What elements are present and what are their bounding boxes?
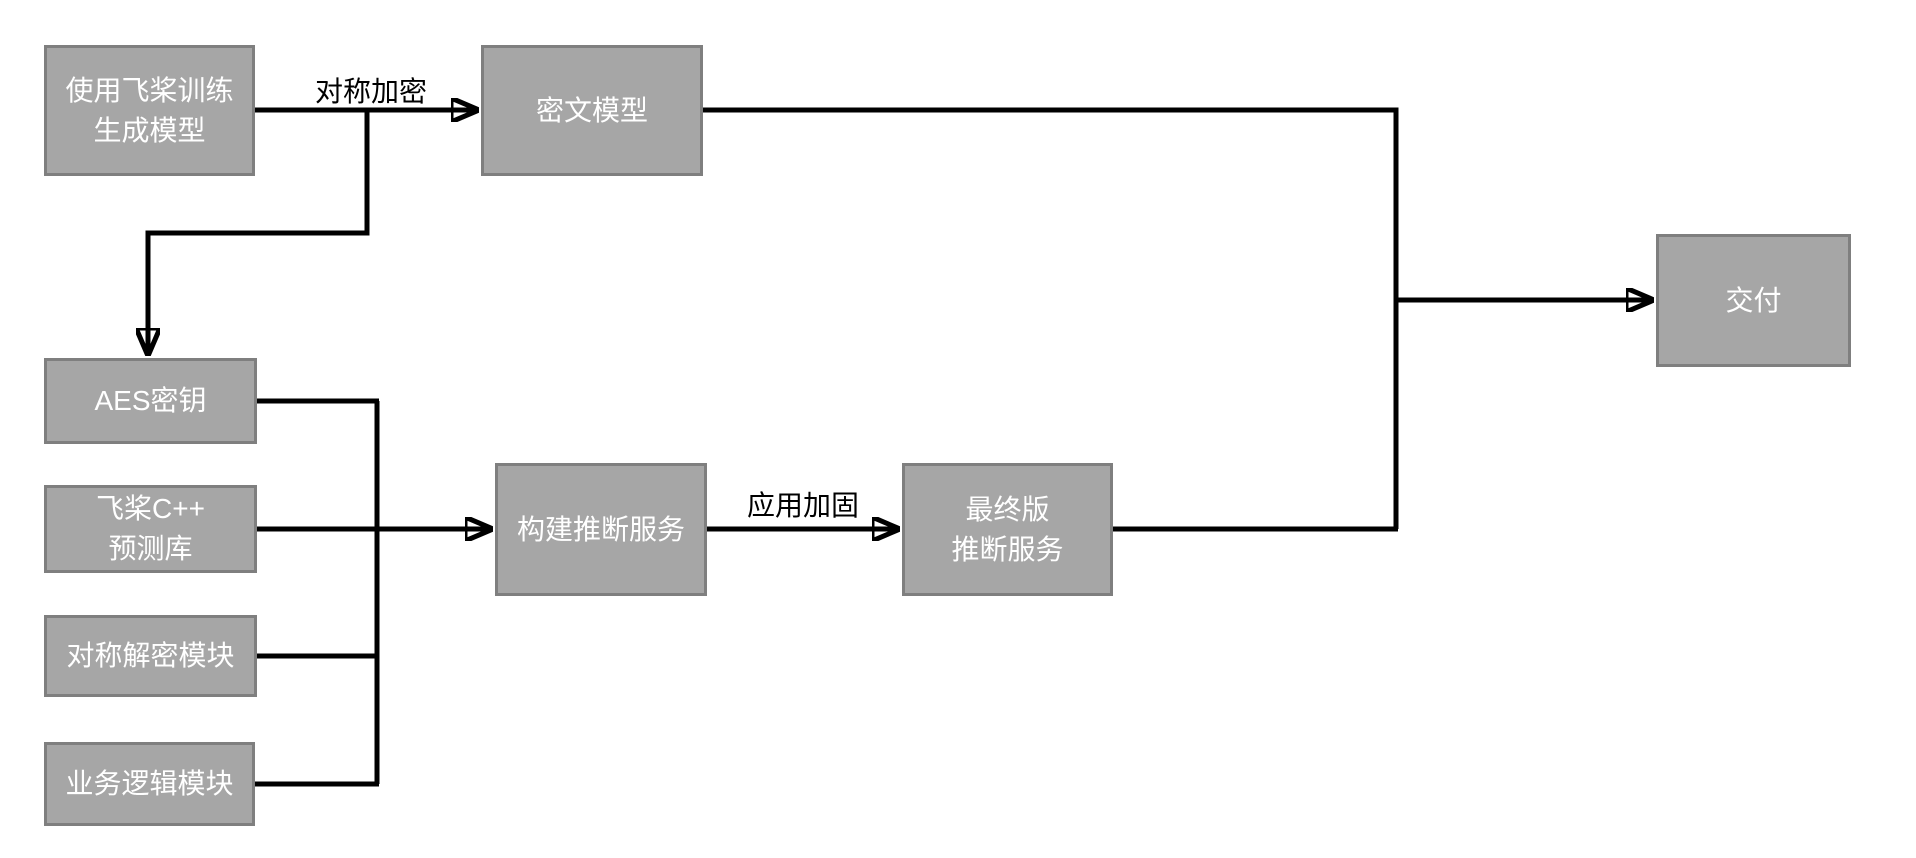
node-paddle-cpp-lib-label: 飞桨C++ 预测库 [96, 493, 205, 564]
node-final-inference-service-label: 最终版 推断服务 [951, 493, 1064, 565]
node-build-inference-service[interactable]: 构建推断服务 [495, 463, 707, 596]
node-train-model-label: 使用飞桨训练 生成模型 [65, 74, 234, 146]
node-final-inference-service[interactable]: 最终版 推断服务 [902, 463, 1113, 596]
edge-label-app-hardening: 应用加固 [746, 490, 860, 521]
node-cipher-model[interactable]: 密文模型 [481, 45, 703, 176]
node-aes-key[interactable]: AES密钥 [44, 358, 257, 444]
node-paddle-cpp-lib[interactable]: 飞桨C++ 预测库 [44, 485, 257, 573]
node-decrypt-module[interactable]: 对称解密模块 [44, 615, 257, 697]
node-build-inference-service-label: 构建推断服务 [516, 513, 685, 545]
node-cipher-model-label: 密文模型 [535, 94, 648, 126]
node-decrypt-module-label: 对称解密模块 [66, 640, 235, 672]
node-aes-key-label: AES密钥 [94, 385, 207, 417]
edge-label-symmetric-encryption: 对称加密 [314, 76, 428, 107]
node-train-model[interactable]: 使用飞桨训练 生成模型 [44, 45, 255, 176]
edge-train-to-aes-key [148, 110, 370, 355]
node-business-logic-module[interactable]: 业务逻辑模块 [44, 742, 255, 826]
node-delivery[interactable]: 交付 [1656, 234, 1851, 367]
node-delivery-label: 交付 [1725, 284, 1782, 316]
node-business-logic-module-label: 业务逻辑模块 [65, 768, 234, 800]
edge-cipher-model-to-merge [703, 107, 1399, 529]
